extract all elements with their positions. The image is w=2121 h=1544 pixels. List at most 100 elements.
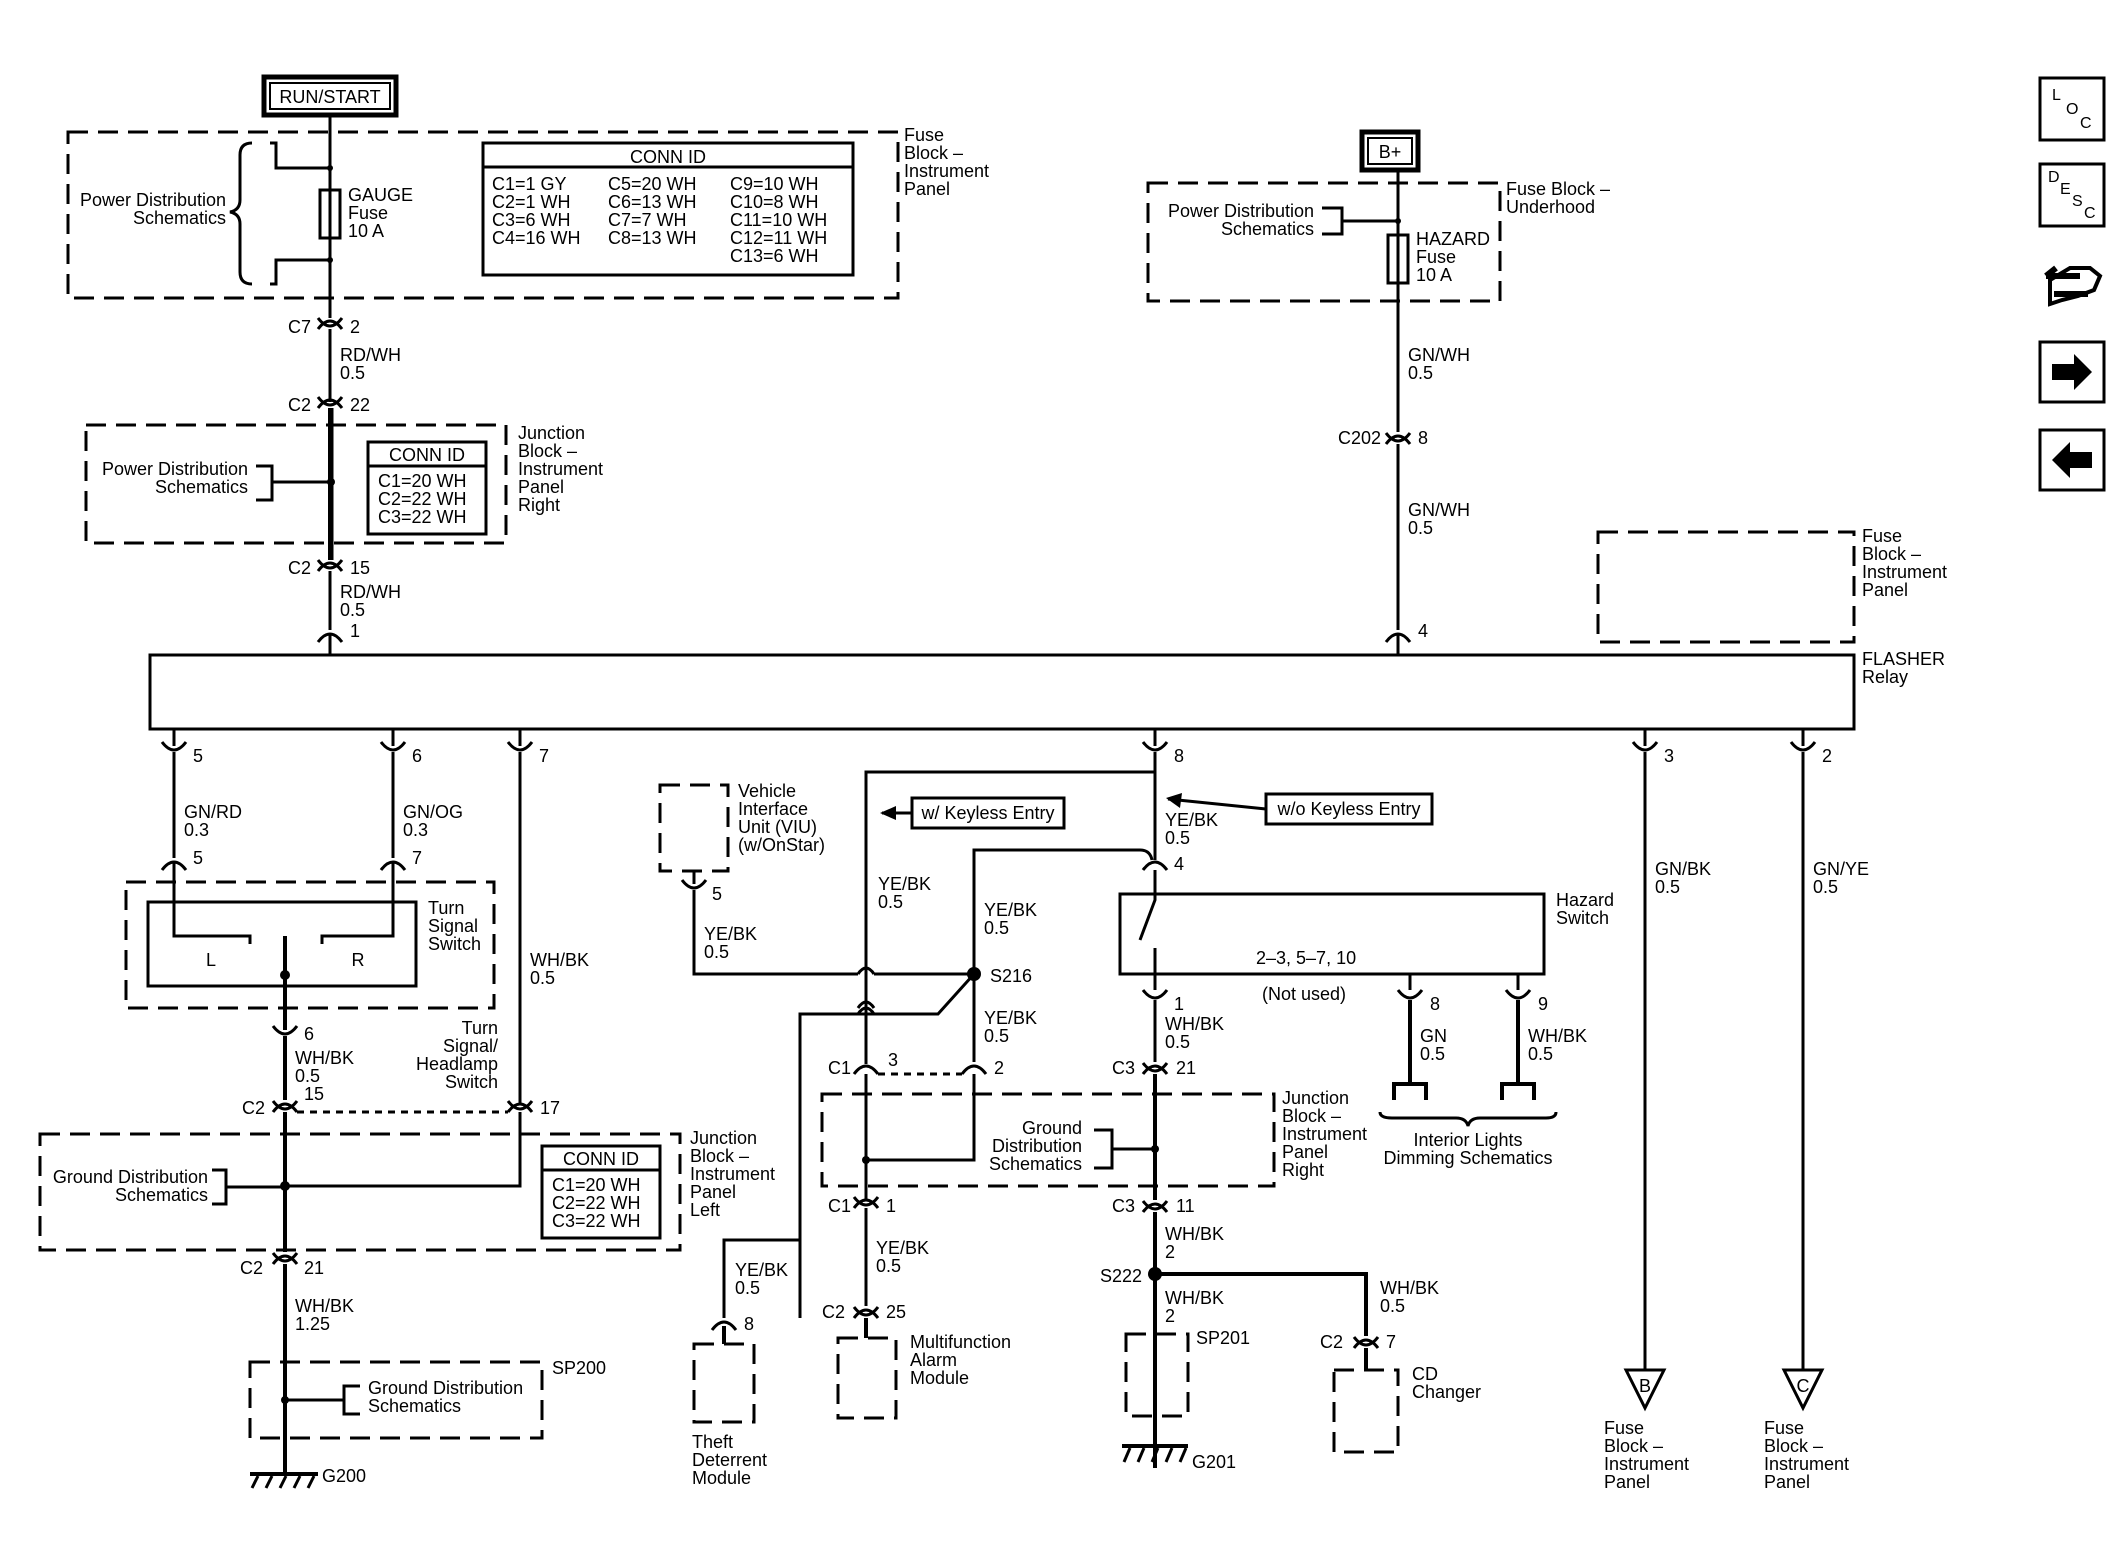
svg-text:Block –: Block – <box>1862 544 1921 564</box>
hazard-fuse: HAZARD Fuse 10 A <box>1386 229 1490 285</box>
theft-pin-8: 8 <box>710 1314 754 1344</box>
svg-text:0.5: 0.5 <box>704 942 729 962</box>
keyless-with-tag: w/ Keyless Entry <box>880 796 1066 830</box>
svg-text:Instrument: Instrument <box>1604 1454 1689 1474</box>
connector-view-icon[interactable] <box>2044 265 2103 307</box>
gds-ref-2: Ground Distribution Schematics <box>281 1378 523 1416</box>
svg-text:GN/BK: GN/BK <box>1655 859 1711 879</box>
svg-text:2: 2 <box>350 317 360 337</box>
svg-text:Fuse: Fuse <box>904 125 944 145</box>
svg-text:Junction: Junction <box>518 423 585 443</box>
flasher-pin-4: 4 <box>1384 621 1428 655</box>
svg-text:D: D <box>2048 169 2060 186</box>
svg-text:Interior Lights: Interior Lights <box>1413 1130 1522 1150</box>
svg-text:25: 25 <box>886 1302 906 1322</box>
svg-text:C3=22 WH: C3=22 WH <box>552 1211 641 1231</box>
viu-pin-5: 5 <box>680 871 722 904</box>
svg-text:7: 7 <box>1386 1332 1396 1352</box>
svg-text:GAUGE: GAUGE <box>348 185 413 205</box>
svg-text:WH/BK: WH/BK <box>1165 1014 1224 1034</box>
svg-text:C10=8 WH: C10=8 WH <box>730 192 819 212</box>
back-arrow-button[interactable] <box>2038 428 2106 492</box>
wire-gnye: GN/YE 0.5 <box>1813 859 1869 897</box>
svg-text:YE/BK: YE/BK <box>876 1238 929 1258</box>
sp200-outline <box>248 1360 544 1440</box>
svg-text:Panel: Panel <box>904 179 950 199</box>
svg-text:1: 1 <box>1174 994 1184 1014</box>
svg-text:C12=11 WH: C12=11 WH <box>730 228 827 248</box>
svg-text:GN/YE: GN/YE <box>1813 859 1869 879</box>
svg-text:Panel: Panel <box>1604 1472 1650 1492</box>
svg-text:E: E <box>2060 181 2071 198</box>
forward-arrow-button[interactable] <box>2038 340 2106 404</box>
svg-text:B: B <box>1639 1376 1651 1396</box>
svg-text:Alarm: Alarm <box>910 1350 957 1370</box>
svg-text:1.25: 1.25 <box>295 1314 330 1334</box>
svg-text:Block –: Block – <box>1282 1106 1341 1126</box>
splice-s216-label: S216 <box>990 966 1032 986</box>
wire-yebk-viu: YE/BK 0.5 <box>704 924 757 962</box>
svg-text:YE/BK: YE/BK <box>735 1260 788 1280</box>
svg-text:C7=7 WH: C7=7 WH <box>608 210 687 230</box>
svg-text:Fuse: Fuse <box>1604 1418 1644 1438</box>
svg-text:Switch: Switch <box>445 1072 498 1092</box>
svg-text:5: 5 <box>712 884 722 904</box>
svg-text:C2: C2 <box>288 395 311 415</box>
turn-switch-outline <box>124 880 496 1010</box>
svg-text:Module: Module <box>692 1468 751 1488</box>
flasher-pin-2: 2 <box>1789 729 1832 766</box>
svg-text:C3=6 WH: C3=6 WH <box>492 210 571 230</box>
desc-button[interactable]: D E S C <box>2038 162 2106 228</box>
svg-text:Panel: Panel <box>1862 580 1908 600</box>
svg-text:C4=16 WH: C4=16 WH <box>492 228 581 248</box>
flasher-relay <box>148 653 1856 731</box>
svg-text:Fuse: Fuse <box>1416 247 1456 267</box>
svg-text:C3: C3 <box>1112 1058 1135 1078</box>
svg-text:GN: GN <box>1420 1026 1447 1046</box>
svg-text:7: 7 <box>539 746 549 766</box>
svg-text:Fuse: Fuse <box>1862 526 1902 546</box>
svg-text:6: 6 <box>304 1024 314 1044</box>
loc-button[interactable]: L O C <box>2038 76 2106 142</box>
svg-text:RD/WH: RD/WH <box>340 582 401 602</box>
connector-c1-3: C1 3 <box>828 1050 898 1078</box>
svg-text:Switch: Switch <box>1556 908 1609 928</box>
svg-text:C9=10 WH: C9=10 WH <box>730 174 819 194</box>
svg-text:0.5: 0.5 <box>1528 1044 1553 1064</box>
run-start-source: RUN/START <box>261 74 399 118</box>
svg-text:Power Distribution: Power Distribution <box>80 190 226 210</box>
svg-text:0.5: 0.5 <box>1655 877 1680 897</box>
splice-s222-label: S222 <box>1100 1266 1142 1286</box>
svg-text:6: 6 <box>412 746 422 766</box>
svg-text:CONN ID: CONN ID <box>563 1149 639 1169</box>
gauge-fuse: GAUGE Fuse 10 A <box>318 185 413 241</box>
svg-text:YE/BK: YE/BK <box>878 874 931 894</box>
svg-text:Schematics: Schematics <box>155 477 248 497</box>
pds-ref-1: Power Distribution Schematics <box>80 141 330 286</box>
svg-text:GN/WH: GN/WH <box>1408 500 1470 520</box>
connector-c2-15: C2 15 <box>288 558 370 578</box>
svg-text:1: 1 <box>350 621 360 641</box>
svg-text:Schematics: Schematics <box>368 1396 461 1416</box>
wire-whbk2-2: WH/BK 2 <box>1165 1288 1224 1326</box>
jb-right2-label: Junction Block – Instrument Panel Right <box>1282 1088 1367 1180</box>
conn-id-table-jbr: CONN ID C1=20 WH C2=22 WH C3=22 WH <box>366 440 488 536</box>
svg-text:HAZARD: HAZARD <box>1416 229 1490 249</box>
svg-text:8: 8 <box>1418 428 1428 448</box>
svg-text:WH/BK: WH/BK <box>1380 1278 1439 1298</box>
sp200-label: SP200 <box>552 1358 606 1378</box>
cd-changer-label: CD Changer <box>1412 1364 1481 1402</box>
hazard-pin-4: 4 <box>1141 854 1184 874</box>
svg-text:Ground: Ground <box>1022 1118 1082 1138</box>
wire-whbk-125: WH/BK 1.25 <box>295 1296 354 1334</box>
sp201-label: SP201 <box>1196 1328 1250 1348</box>
connector-c1-1: C1 1 <box>828 1196 896 1216</box>
svg-text:1: 1 <box>886 1196 896 1216</box>
svg-text:Block –: Block – <box>904 143 963 163</box>
turn-switch-label: Turn Signal Switch <box>428 898 481 954</box>
wire-whbk-17: WH/BK 0.5 <box>530 950 589 988</box>
svg-text:Schematics: Schematics <box>989 1154 1082 1174</box>
run-start-label: RUN/START <box>279 87 380 107</box>
wire-rdwh-1: RD/WH 0.5 <box>340 345 401 383</box>
